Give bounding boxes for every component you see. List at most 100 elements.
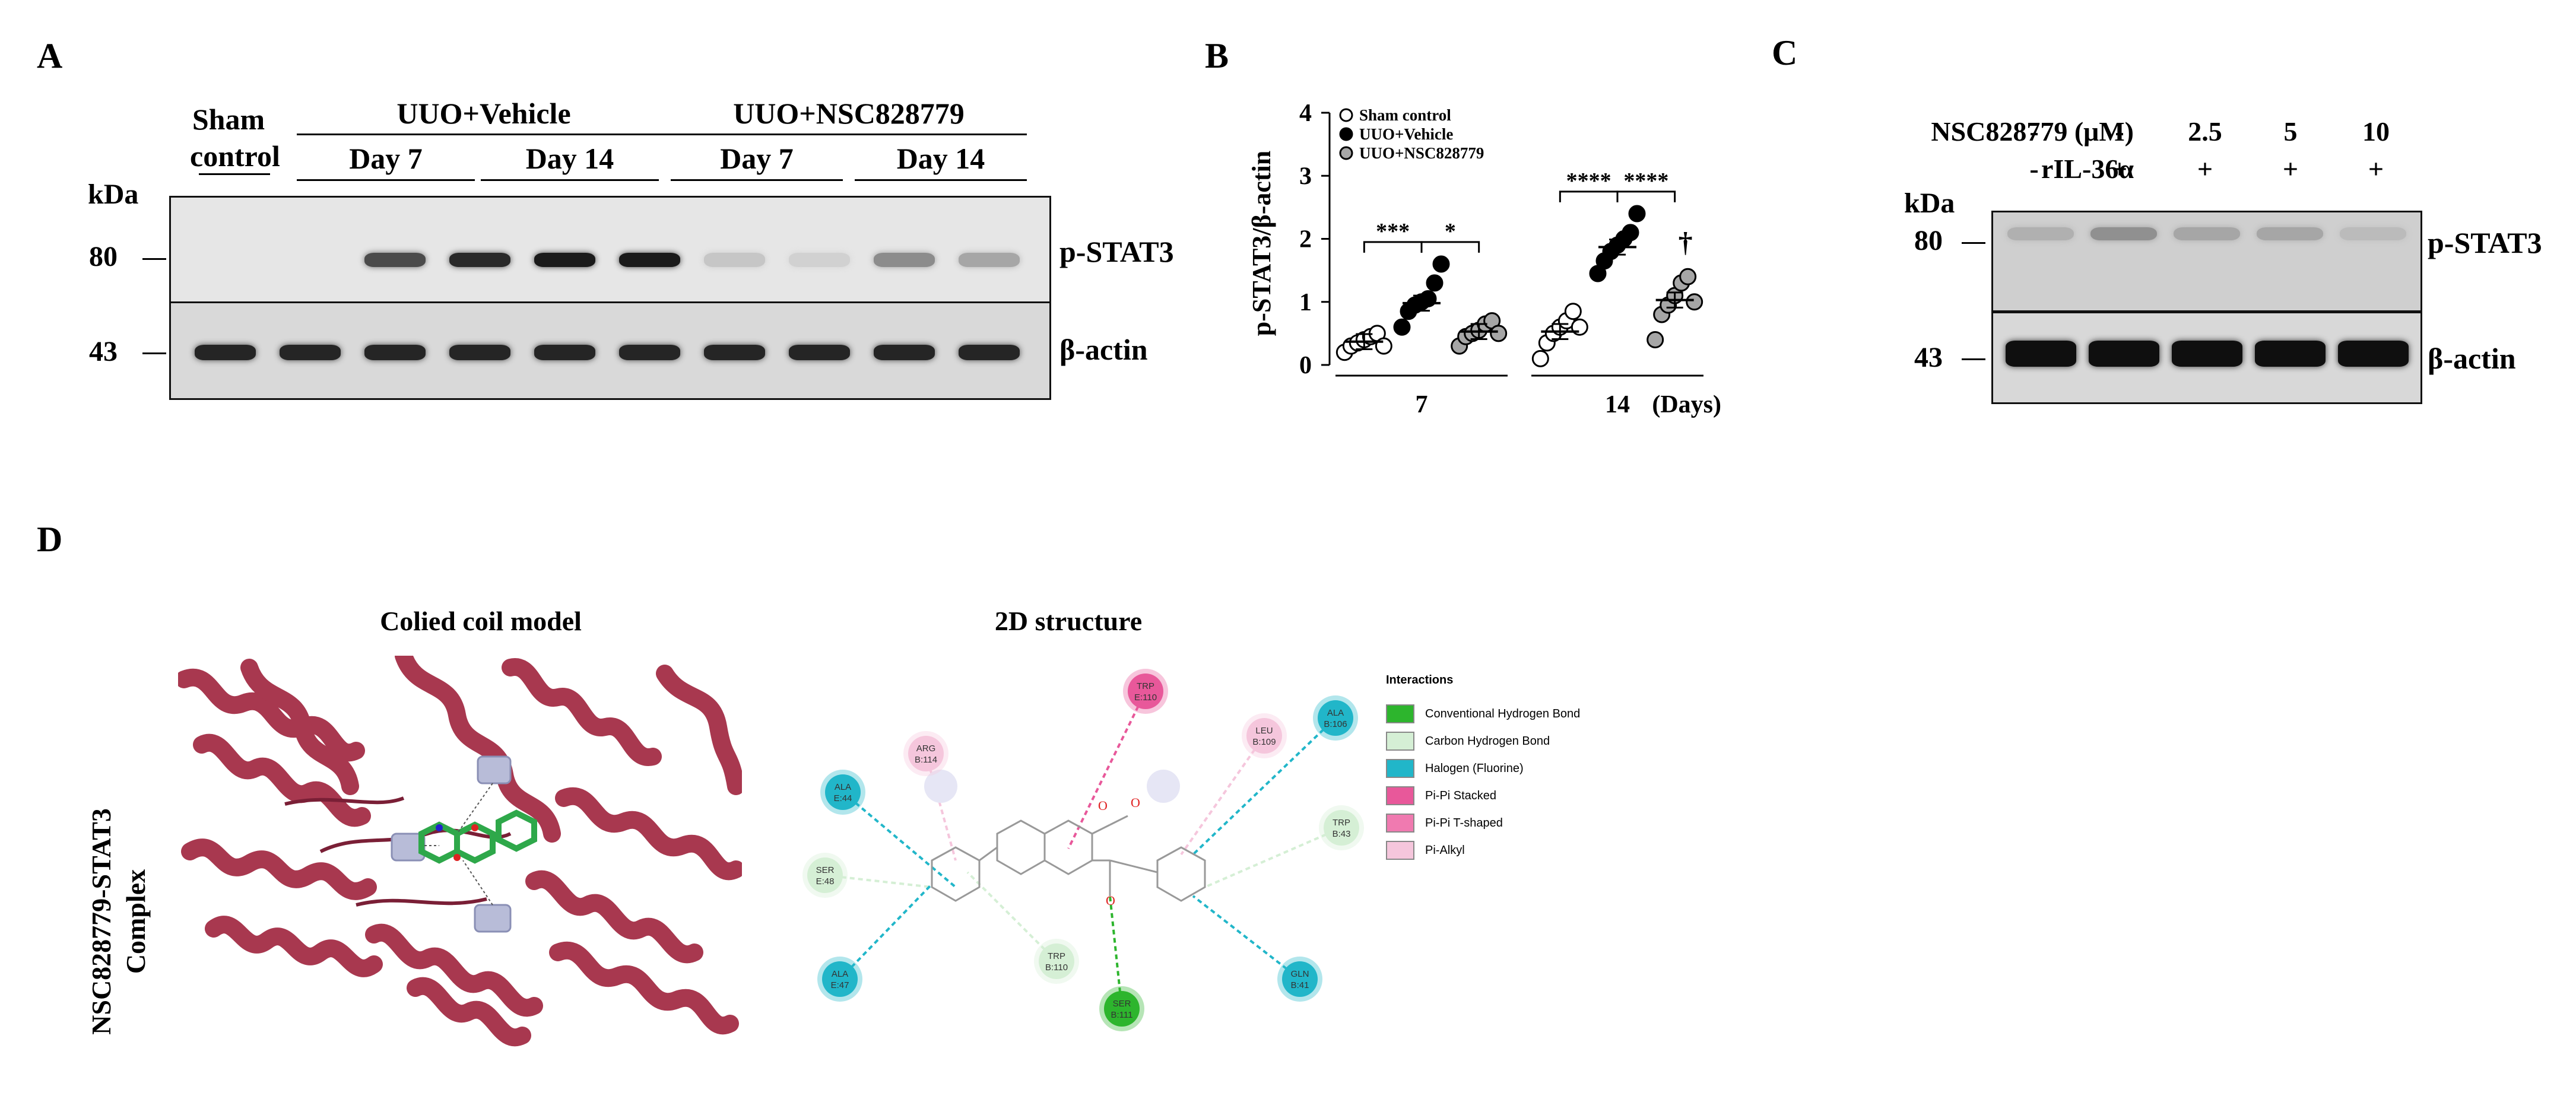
- svg-text:O: O: [1106, 893, 1115, 908]
- blot-band: [2337, 340, 2409, 367]
- residue-number: B:111: [1111, 1010, 1133, 1020]
- mw-80-tick-c: [1962, 242, 1985, 244]
- blot-band: [2171, 340, 2242, 367]
- coiled-coil-model-image: [178, 656, 742, 1056]
- sham-label-line1: Sham: [192, 103, 265, 136]
- interaction-line: [1067, 691, 1147, 849]
- residue-number: E:44: [834, 793, 852, 803]
- ligand-atoms: O O O: [1098, 795, 1140, 908]
- residue-disc: [807, 857, 843, 893]
- residue-name: ALA: [832, 969, 848, 979]
- blot-band: [2257, 227, 2323, 241]
- vehicle-day14-label: Day 14: [525, 142, 614, 175]
- data-point: [1393, 318, 1411, 336]
- x-unit-label: (Days): [1652, 391, 1721, 418]
- y-tick-label: 3: [1299, 163, 1312, 190]
- group-nsc-line: [671, 134, 1027, 135]
- significance-label: ****: [1566, 169, 1611, 193]
- data-point: [1686, 293, 1703, 311]
- legend-row: Pi-Pi T-shaped: [1386, 809, 1580, 837]
- legend-text: Conventional Hydrogen Bond: [1425, 707, 1581, 720]
- residue-disc: [1128, 674, 1163, 709]
- residue-disc: [1246, 718, 1282, 754]
- blot-band: [364, 345, 426, 361]
- mw-43-tick-c: [1962, 358, 1985, 360]
- y-tick-label: 2: [1299, 226, 1312, 253]
- panel-letter-d: D: [37, 520, 63, 559]
- lane-label: +: [2282, 154, 2299, 184]
- y-tick-label: 1: [1299, 289, 1312, 316]
- residue-name: TRP: [1137, 681, 1154, 691]
- blot-band: [195, 345, 256, 361]
- legend-swatch: [1386, 841, 1414, 860]
- blot-band: [2174, 227, 2240, 241]
- interaction-diagram: O O O TRPE:110ARGB:114LEUB:109ALAB:106AL…: [802, 669, 1364, 1031]
- residue-nodes: TRPE:110ARGB:114LEUB:109ALAB:106ALAE:44T…: [802, 669, 1364, 1031]
- sham-underline: [199, 173, 270, 175]
- mw-43-a: 43: [89, 336, 118, 367]
- legend-marker: [1339, 108, 1353, 122]
- interaction-lines: [824, 691, 1342, 1009]
- residue-number: B:114: [915, 755, 937, 765]
- residue-disc: [1324, 810, 1359, 846]
- y-tick-label: 0: [1299, 352, 1312, 379]
- residue-number: B:110: [1045, 962, 1068, 973]
- residue-disc: [1318, 700, 1353, 736]
- legend-title: Interactions: [1386, 674, 1454, 687]
- residue-name: LEU: [1255, 726, 1273, 736]
- legend-text: Pi-Alkyl: [1425, 843, 1465, 857]
- panel-letter-a: A: [37, 36, 63, 75]
- significance-label: ***: [1376, 219, 1410, 244]
- legend-row: Conventional Hydrogen Bond: [1386, 700, 1580, 728]
- blot-band: [534, 253, 595, 267]
- complex-side-label: NSC828779-STAT3 Complex: [84, 797, 153, 1046]
- residue-disc: [825, 774, 861, 810]
- data-point: [1490, 325, 1508, 342]
- blot-band: [280, 345, 341, 361]
- blot-band: [704, 345, 765, 361]
- label-pstat3-a: p-STAT3: [1059, 235, 1174, 268]
- data-point: [1647, 331, 1664, 348]
- blot-band: [704, 253, 765, 267]
- interaction-line: [1109, 895, 1123, 1009]
- ril36-label: rIL-36α: [2041, 154, 2134, 184]
- lane-label: +: [2368, 154, 2384, 184]
- blot-band: [2005, 340, 2076, 367]
- x-group-label: 14: [1605, 391, 1630, 418]
- residue-number: B:41: [1291, 980, 1309, 990]
- svg-text:O: O: [1131, 795, 1140, 810]
- blot-band: [874, 345, 935, 361]
- blot-band: [2088, 340, 2159, 367]
- legend-swatch: [1386, 814, 1414, 833]
- nsc-day7-label: Day 7: [720, 142, 794, 175]
- mw-43-tick-a: [142, 352, 166, 354]
- mw-80-a: 80: [89, 241, 118, 272]
- label-pstat3-c: p-STAT3: [2428, 226, 2542, 259]
- chart-marks: ************†: [1335, 169, 1703, 367]
- blot-band: [449, 345, 510, 361]
- interaction-line: [839, 883, 933, 980]
- residue-name: ALA: [1327, 708, 1344, 718]
- interaction-line: [925, 753, 957, 861]
- interaction-line: [966, 871, 1058, 962]
- lane-label: 10: [2362, 116, 2390, 147]
- legend-swatch: [1386, 759, 1414, 778]
- vehicle-day7-line: [297, 179, 475, 181]
- kda-label-c: kDa: [1904, 188, 1955, 219]
- interaction-line: [1192, 895, 1301, 980]
- significance-label: ****: [1623, 169, 1668, 193]
- blot-band: [789, 253, 850, 267]
- blot-c-pstat3: [1991, 211, 2422, 312]
- residue-disc: [1104, 991, 1140, 1027]
- data-point: [1628, 205, 1646, 223]
- label-actin-c: β-actin: [2428, 342, 2516, 375]
- lane-label: -: [2029, 154, 2039, 184]
- residue-disc: [908, 736, 944, 771]
- blot-band: [364, 253, 426, 267]
- blot-band: [449, 253, 510, 267]
